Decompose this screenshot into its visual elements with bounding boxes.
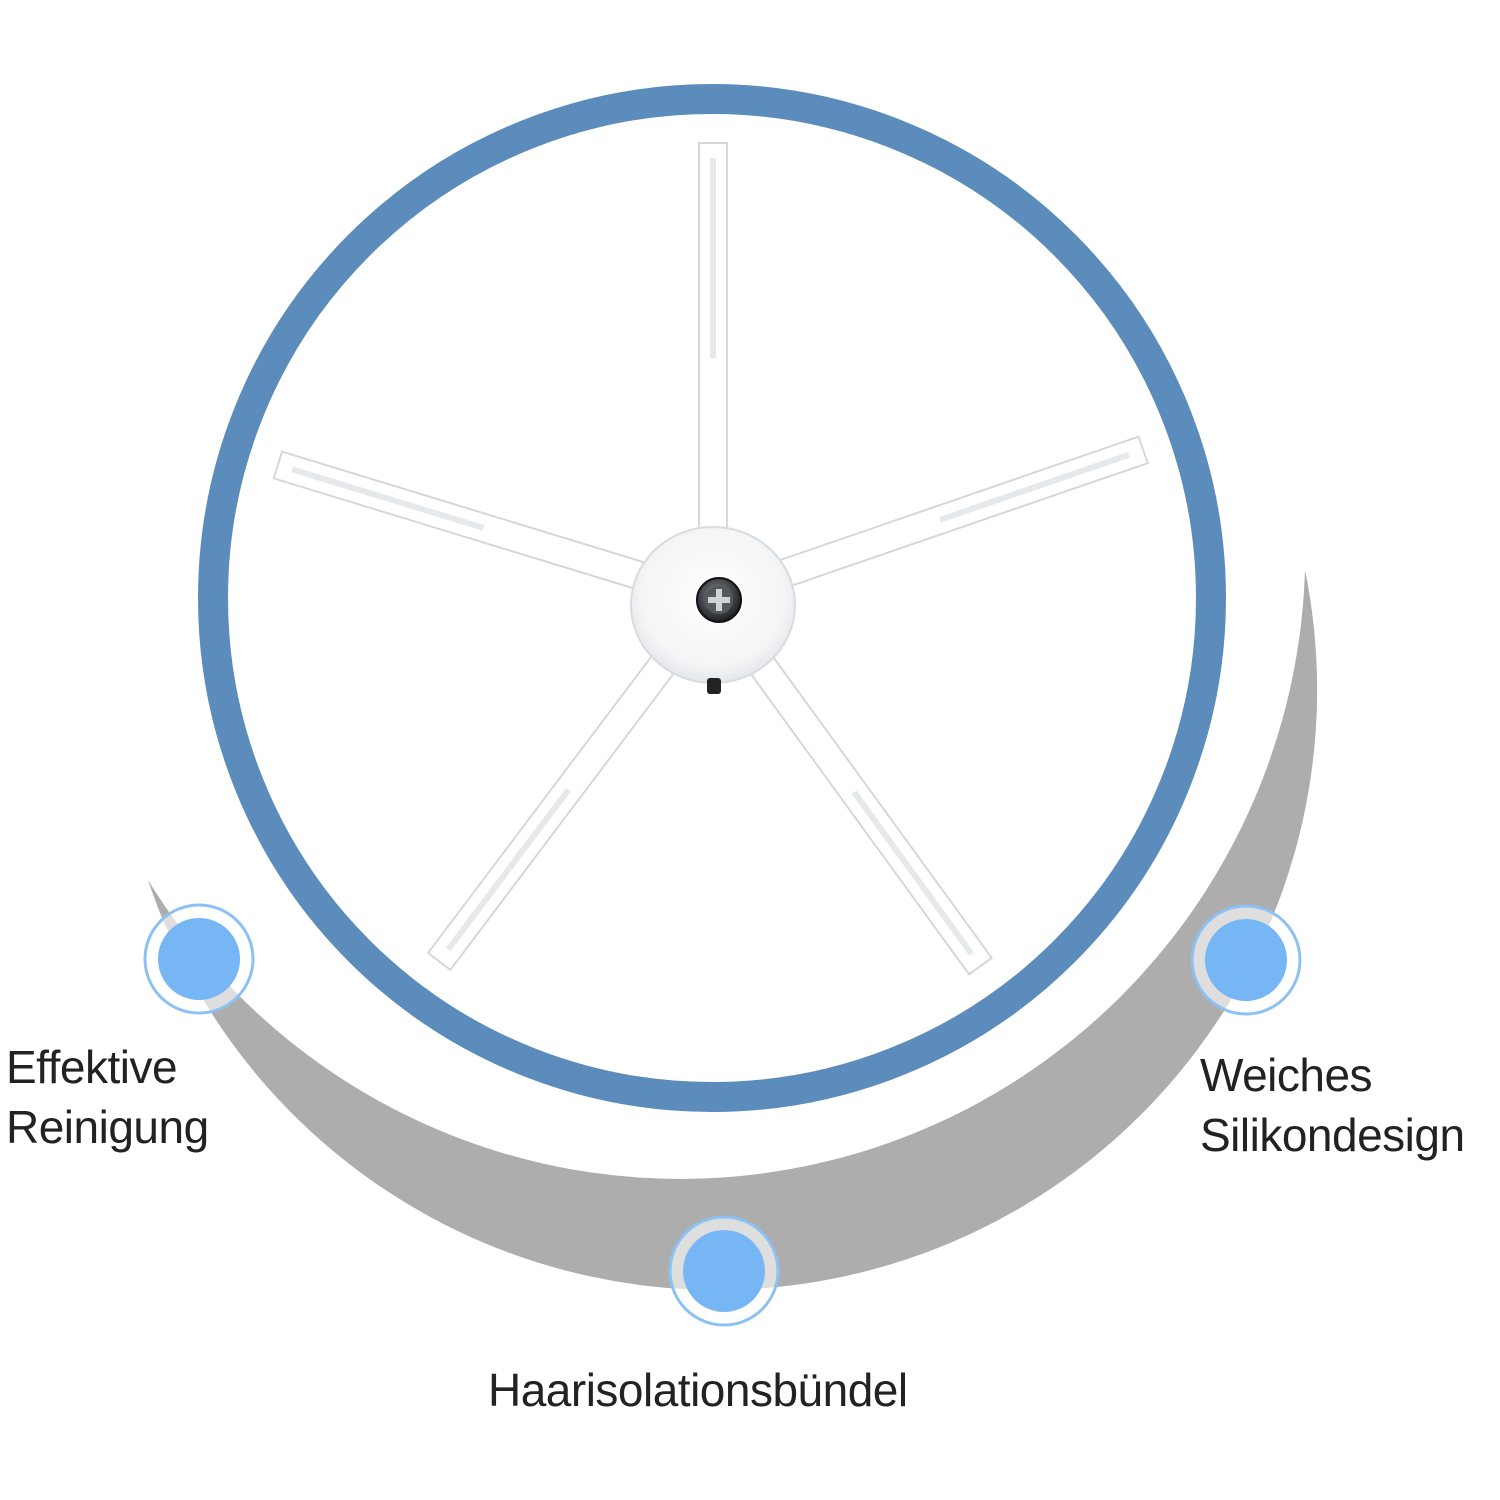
brush-arm-upper-left	[272, 450, 719, 613]
screw-icon	[696, 577, 742, 623]
feature-label-line: Haarisolationsbündel	[488, 1364, 908, 1416]
feature-label-line: Effektive	[6, 1041, 178, 1093]
feature-label-line: Silikondesign	[1200, 1109, 1465, 1161]
feature-dot-bottom	[668, 1215, 780, 1327]
side-brush	[272, 142, 1150, 976]
feature-dot-left	[143, 903, 255, 1015]
feature-label-effective-cleaning: Effektive Reinigung	[6, 1037, 209, 1157]
feature-label-line: Reinigung	[6, 1101, 209, 1153]
feature-label-soft-silicone: Weiches Silikondesign	[1200, 1045, 1465, 1165]
grey-arc	[148, 570, 1318, 1291]
feature-dot-right	[1190, 904, 1302, 1016]
blue-ring	[198, 84, 1226, 1112]
feature-label-line: Weiches	[1200, 1049, 1373, 1101]
feature-label-hair-isolation: Haarisolationsbündel	[488, 1360, 908, 1420]
brush-arm-top	[698, 142, 728, 599]
